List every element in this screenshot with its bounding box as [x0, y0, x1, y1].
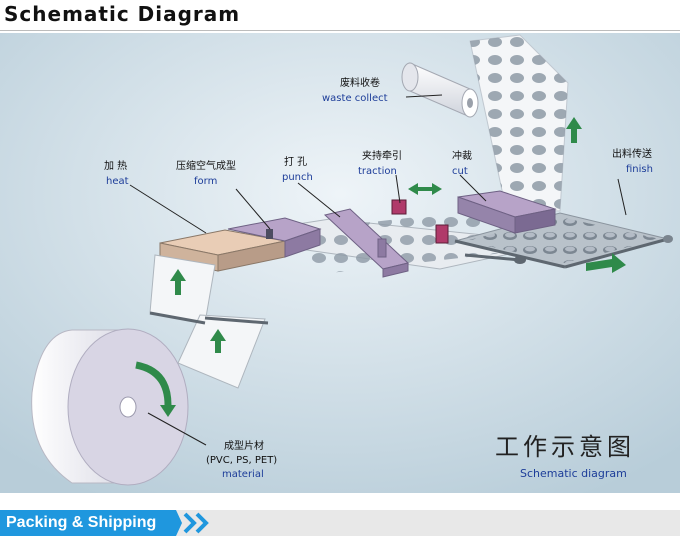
right-arrow-icon: [586, 253, 626, 273]
material-label-zh: 成型片材: [224, 439, 264, 452]
waste-web: [469, 34, 569, 212]
cut-label-en: cut: [452, 166, 468, 177]
up-arrow-icon: [566, 117, 582, 143]
section-tab: Packing & Shipping: [0, 510, 182, 536]
up-arrow-icon: [210, 329, 226, 353]
heat-label-en: heat: [106, 176, 129, 187]
feed-web: [149, 254, 216, 324]
cut-label-zh: 冲裁: [452, 149, 472, 162]
caption-zh: 工作示意图: [495, 433, 635, 461]
punch-label-en: punch: [282, 172, 313, 183]
waste-collect-roll: [401, 62, 479, 118]
waste-collect-label-zh: 废料收卷: [340, 76, 380, 89]
page-title: Schematic Diagram: [4, 2, 241, 26]
waste-collect-label-en: waste collect: [322, 93, 388, 104]
leader-lines: [129, 94, 627, 446]
traction-clamp: [391, 199, 407, 215]
rotation-arrow-icon: [135, 361, 172, 406]
finish-label-zh: 出料传送: [612, 147, 652, 160]
form-label-zh: 压缩空气成型: [176, 159, 236, 172]
traction-label-en: traction: [358, 166, 397, 177]
caption-en: Schematic diagram: [520, 467, 627, 480]
schematic-diagram: 废料收卷 waste collect 加 热 heat 压缩空气成型 form …: [0, 33, 680, 493]
double-chevron-right-icon: [183, 512, 209, 534]
material-roll: [31, 328, 189, 486]
material-types-label: (PVC, PS, PET): [206, 455, 277, 466]
form-label-en: form: [194, 176, 217, 187]
section-label: Packing & Shipping: [6, 514, 157, 531]
up-arrow-icon: [170, 269, 186, 295]
section-header-bar: Packing & Shipping: [0, 510, 680, 536]
heat-label-zh: 加 热: [104, 159, 127, 172]
traction-direction-arrow: [408, 183, 442, 195]
punch-label-zh: 打 孔: [284, 155, 307, 168]
finish-label-en: finish: [626, 164, 653, 175]
material-label-en: material: [222, 469, 264, 480]
production-line: [149, 190, 673, 389]
title-divider: [0, 30, 680, 31]
traction-label-zh: 夹持牵引: [362, 149, 402, 162]
